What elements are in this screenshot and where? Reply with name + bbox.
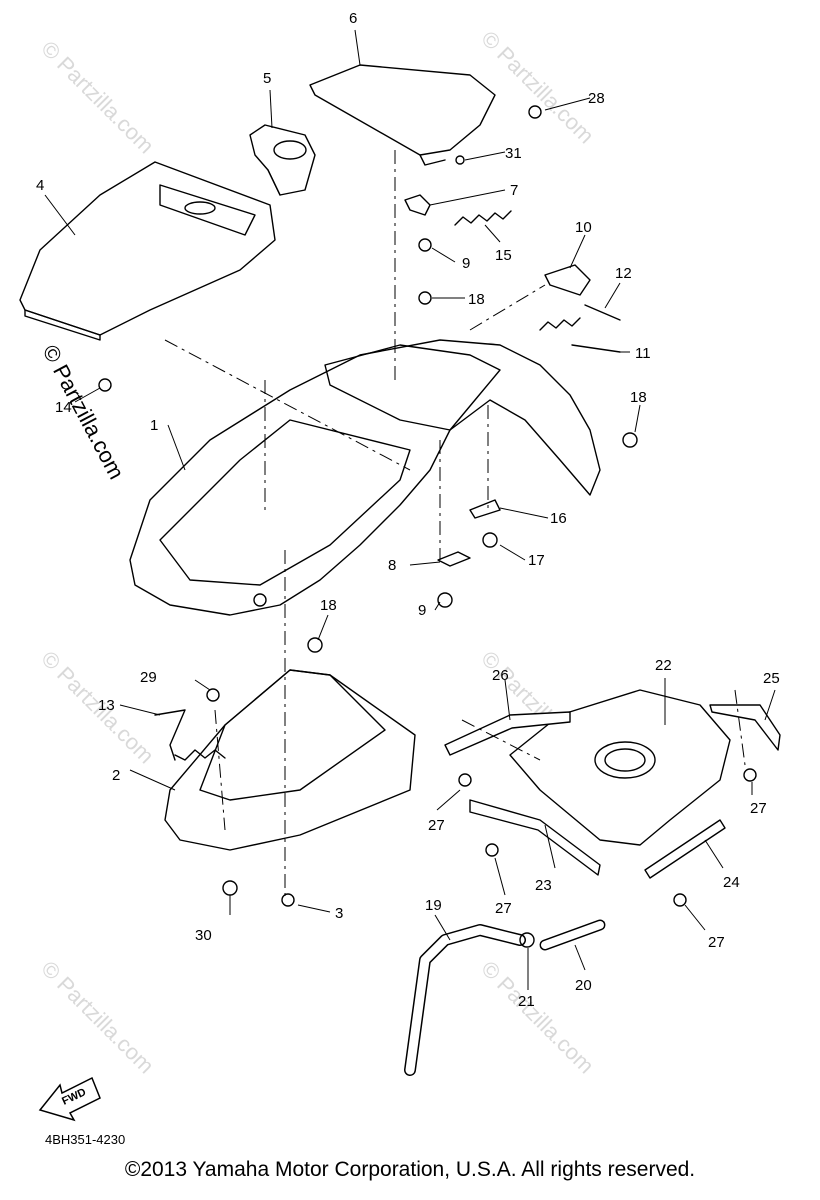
nut-part-30 [222, 880, 238, 896]
callout-26: 26 [492, 667, 509, 684]
watermark: © Partzilla.com [476, 956, 599, 1079]
bolt-part-27 [743, 768, 757, 782]
hull-cover-part-1 [129, 339, 601, 616]
callout-labels: 1 2 3 4 5 6 7 8 9 9 10 11 12 13 14 15 16… [36, 10, 780, 1010]
callout-17: 17 [528, 552, 545, 569]
callout-6: 6 [349, 10, 357, 27]
callout-30: 30 [195, 927, 212, 944]
bolt-part-29 [206, 688, 220, 702]
watermark: © Partzilla.com [36, 956, 159, 1079]
callout-10: 10 [575, 219, 592, 236]
bracket-part-16 [469, 499, 501, 519]
callout-27: 27 [495, 900, 512, 917]
callout-11: 11 [635, 345, 651, 362]
callout-27: 27 [428, 817, 445, 834]
spring-part-11 [539, 317, 621, 353]
callout-3: 3 [335, 905, 343, 922]
callout-27: 27 [708, 934, 725, 951]
bolt-part-27 [458, 773, 472, 787]
bolt-part-27 [673, 893, 687, 907]
bolt-part-3 [281, 893, 295, 907]
bracket-part-8 [437, 551, 471, 567]
callout-9: 9 [418, 602, 426, 619]
callout-29: 29 [140, 669, 157, 686]
callout-21: 21 [518, 993, 535, 1010]
bolt-part-9 [437, 592, 453, 608]
callout-25: 25 [763, 670, 780, 687]
callout-12: 12 [615, 265, 632, 282]
bracket-part-24 [644, 819, 726, 879]
storage-bin-part-2 [164, 669, 416, 851]
callout-27: 27 [750, 800, 767, 817]
bolt-part-27 [485, 843, 499, 857]
watermark: © Partzilla.com [36, 36, 159, 159]
callout-28: 28 [588, 90, 605, 107]
callout-16: 16 [550, 510, 567, 527]
cap-part-28 [528, 105, 542, 119]
bracket-part-26 [444, 711, 571, 756]
lid-panel-part-4 [19, 161, 276, 341]
callout-15: 15 [495, 247, 512, 264]
spring-part-15 [454, 210, 512, 226]
assembly-lines [164, 150, 746, 900]
callout-22: 22 [655, 657, 672, 674]
hose-part-19 [404, 924, 526, 1076]
lock-part-5 [249, 124, 316, 196]
spring-part-13 [154, 709, 226, 761]
callout-13: 13 [98, 697, 115, 714]
callout-1: 1 [150, 417, 158, 434]
copyright-notice: ©2013 Yamaha Motor Corporation, U.S.A. A… [124, 1158, 696, 1181]
callout-23: 23 [535, 877, 552, 894]
hinge-part-10 [544, 264, 591, 296]
callout-8: 8 [388, 557, 396, 574]
callout-18: 18 [320, 597, 337, 614]
bolt-part-14 [98, 378, 112, 392]
callout-18: 18 [630, 389, 647, 406]
callout-5: 5 [263, 70, 271, 87]
callout-7: 7 [510, 182, 518, 199]
pin-part-12 [584, 304, 621, 321]
hose-part-20 [539, 919, 606, 951]
bolt-part-18 [307, 637, 323, 653]
tray-part-22 [509, 689, 731, 846]
document-id: 4BH351-4230 [45, 1132, 125, 1147]
bolt-part-17 [482, 532, 498, 548]
bolt-part-18 [418, 291, 432, 305]
clamp-part-21 [519, 932, 535, 948]
leader-lines [44, 29, 776, 990]
bolt-part-9 [418, 238, 432, 252]
callout-20: 20 [575, 977, 592, 994]
bracket-part-23 [469, 799, 601, 876]
bracket-part-25 [709, 704, 781, 751]
cover-part-6 [309, 64, 496, 166]
callout-19: 19 [425, 897, 442, 914]
watermark-main: © Partzilla.com [38, 341, 130, 484]
callout-9: 9 [462, 255, 470, 272]
bolt-part-18 [622, 432, 638, 448]
callout-24: 24 [723, 874, 740, 891]
callout-18: 18 [468, 291, 485, 308]
watermark: © Partzilla.com [476, 26, 599, 149]
callout-14: 14 [55, 399, 72, 416]
fwd-arrow-icon: FWD [38, 1076, 101, 1122]
callout-4: 4 [36, 177, 44, 194]
hinge-part-7 [404, 194, 431, 216]
callout-31: 31 [505, 145, 522, 162]
callout-2: 2 [112, 767, 120, 784]
ring-part-31 [455, 155, 465, 165]
